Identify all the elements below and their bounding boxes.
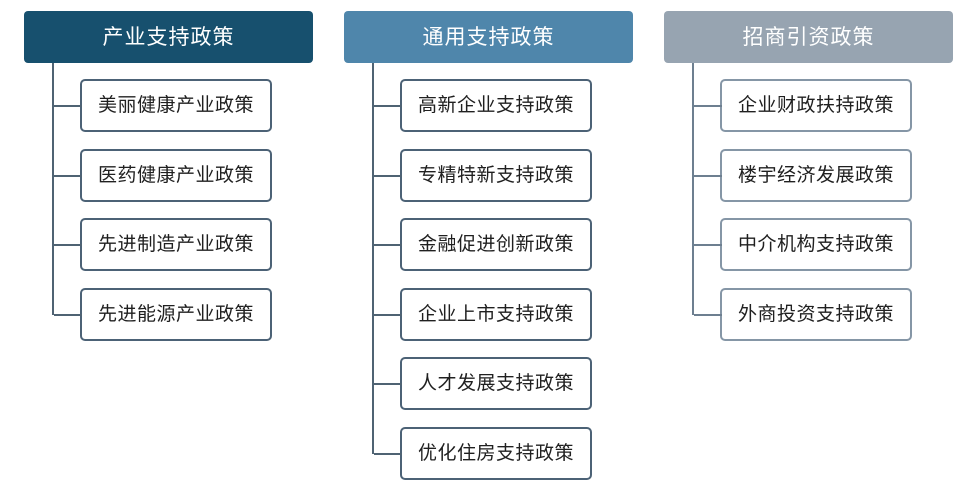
- policy-box: 企业财政扶持政策: [694, 79, 912, 132]
- policy-box: 人才发展支持政策: [374, 357, 592, 410]
- policy-box: 楼宇经济发展政策: [694, 149, 912, 202]
- general-policy-header: 通用支持政策: [344, 11, 633, 63]
- industrial-policy-column: 产业支持政策 美丽健康产业政策 医药健康产业政策 先进制造产业政策 先进能源产业…: [24, 0, 316, 497]
- industrial-policy-header: 产业支持政策: [24, 11, 313, 63]
- policy-box: 中介机构支持政策: [694, 218, 912, 271]
- policy-box: 医药健康产业政策: [54, 149, 272, 202]
- general-policy-column: 通用支持政策 高新企业支持政策 专精特新支持政策 金融促进创新政策 企业上市支持…: [344, 0, 636, 497]
- industrial-policy-connector: [52, 63, 54, 315]
- policy-box: 先进能源产业政策: [54, 288, 272, 341]
- investment-policy-header: 招商引资政策: [664, 11, 953, 63]
- policy-box: 外商投资支持政策: [694, 288, 912, 341]
- policy-box: 优化住房支持政策: [374, 427, 592, 480]
- policy-box: 先进制造产业政策: [54, 218, 272, 271]
- policy-box: 专精特新支持政策: [374, 149, 592, 202]
- investment-policy-connector: [692, 63, 694, 315]
- policy-box: 企业上市支持政策: [374, 288, 592, 341]
- policy-box: 金融促进创新政策: [374, 218, 592, 271]
- general-policy-connector: [372, 63, 374, 454]
- policy-box: 美丽健康产业政策: [54, 79, 272, 132]
- investment-policy-column: 招商引资政策 企业财政扶持政策 楼宇经济发展政策 中介机构支持政策 外商投资支持…: [664, 0, 956, 497]
- policy-box: 高新企业支持政策: [374, 79, 592, 132]
